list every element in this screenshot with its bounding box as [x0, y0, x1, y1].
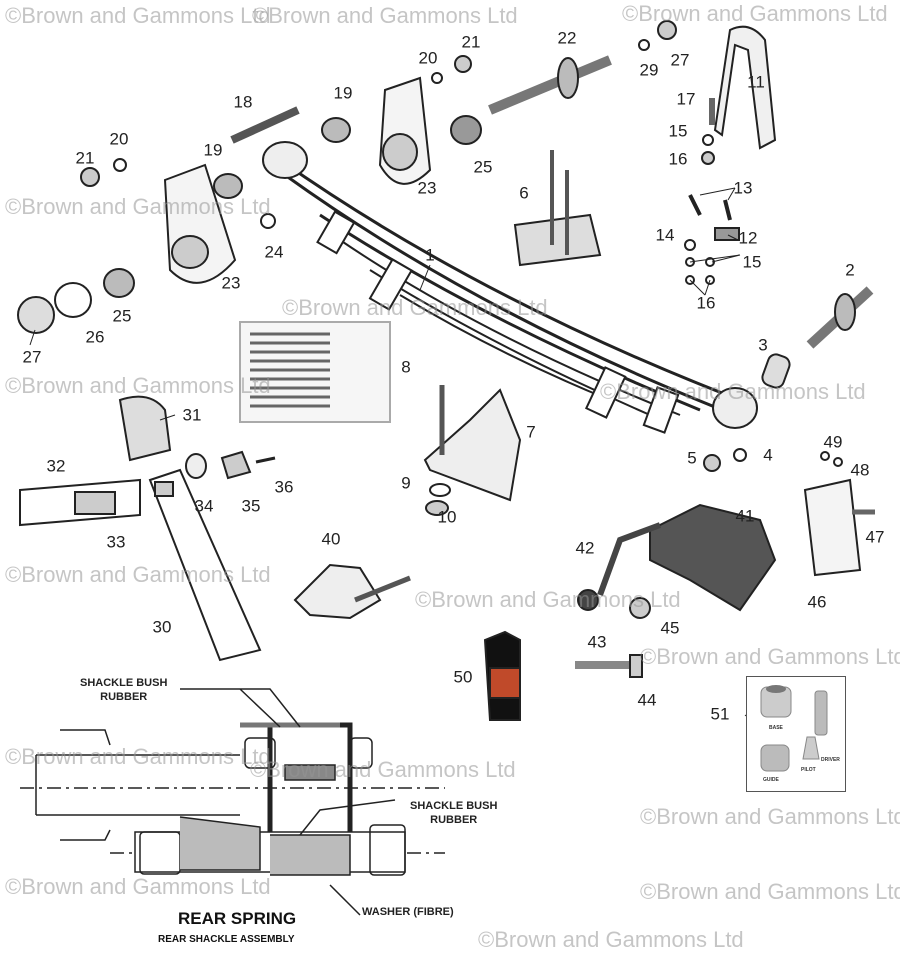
callout-9: 9	[401, 473, 411, 493]
rear-shackle-section	[20, 688, 445, 916]
leaf-spring	[262, 141, 758, 434]
callout-48: 48	[850, 460, 870, 480]
callout-40: 40	[321, 529, 341, 549]
callout-27: 27	[670, 50, 690, 70]
callout-35: 35	[241, 496, 261, 516]
callout-11: 11	[747, 72, 765, 92]
callout-46: 46	[807, 592, 827, 612]
callout-13: 13	[733, 178, 753, 198]
callout-22: 22	[557, 28, 577, 48]
callout-21: 21	[461, 32, 481, 52]
callout-33: 33	[106, 532, 126, 552]
callout-20: 20	[418, 48, 438, 68]
callout-20: 20	[109, 129, 129, 149]
callout-21: 21	[75, 148, 95, 168]
callout-26: 26	[85, 327, 105, 347]
callout-23: 23	[221, 273, 241, 293]
callout-47: 47	[865, 527, 885, 547]
callout-10: 10	[437, 507, 457, 527]
callout-8: 8	[401, 357, 411, 377]
callout-32: 32	[46, 456, 66, 476]
callout-29: 29	[639, 60, 659, 80]
callout-44: 44	[637, 690, 657, 710]
callout-49: 49	[823, 432, 843, 452]
callout-19: 19	[333, 83, 353, 103]
callout-25: 25	[473, 157, 493, 177]
callout-7: 7	[526, 422, 536, 442]
section-title: REAR SPRING	[178, 909, 297, 928]
callout-15: 15	[742, 252, 762, 272]
callout-24: 24	[264, 242, 284, 262]
callout-45: 45	[660, 618, 680, 638]
kit-label-guide: GUIDE	[763, 777, 779, 783]
callout-18: 18	[233, 92, 253, 112]
kit-label-pilot: PILOT	[801, 767, 816, 773]
callout-34: 34	[194, 496, 214, 516]
callout-42: 42	[575, 538, 595, 558]
callout-30: 30	[152, 617, 172, 637]
callout-50: 50	[453, 667, 473, 687]
label-washer-fibre: WASHER (FIBRE)	[362, 906, 454, 918]
callout-17: 17	[676, 89, 696, 109]
label-shackle-bush-rubber-right: SHACKLE BUSH RUBBER	[410, 800, 498, 826]
kit-label-base: BASE	[769, 725, 783, 731]
kit-51-image: BASE GUIDE PILOT DRIVER	[746, 676, 846, 792]
callout-3: 3	[758, 335, 768, 355]
callout-16: 16	[696, 293, 716, 313]
label-shackle-bush-rubber-top: SHACKLE BUSH RUBBER	[80, 677, 168, 703]
callout-51: 51	[710, 704, 730, 724]
callout-19: 19	[203, 140, 223, 160]
callout-12: 12	[738, 228, 758, 248]
callout-27: 27	[22, 347, 42, 367]
callout-2: 2	[845, 260, 855, 280]
kit-parts-art	[760, 685, 828, 772]
kit-label-driver: DRIVER	[821, 757, 840, 763]
callout-23: 23	[417, 178, 437, 198]
callout-43: 43	[587, 632, 607, 652]
callout-36: 36	[274, 477, 294, 497]
callout-14: 14	[655, 225, 675, 245]
callout-1: 1	[425, 245, 435, 265]
section-subtitle: REAR SHACKLE ASSEMBLY	[158, 934, 295, 945]
callout-15: 15	[668, 121, 688, 141]
callout-4: 4	[763, 445, 773, 465]
callout-31: 31	[182, 405, 202, 425]
callout-41: 41	[735, 506, 755, 526]
callout-25: 25	[112, 306, 132, 326]
callout-6: 6	[519, 183, 529, 203]
callout-5: 5	[687, 448, 697, 468]
callout-16: 16	[668, 149, 688, 169]
